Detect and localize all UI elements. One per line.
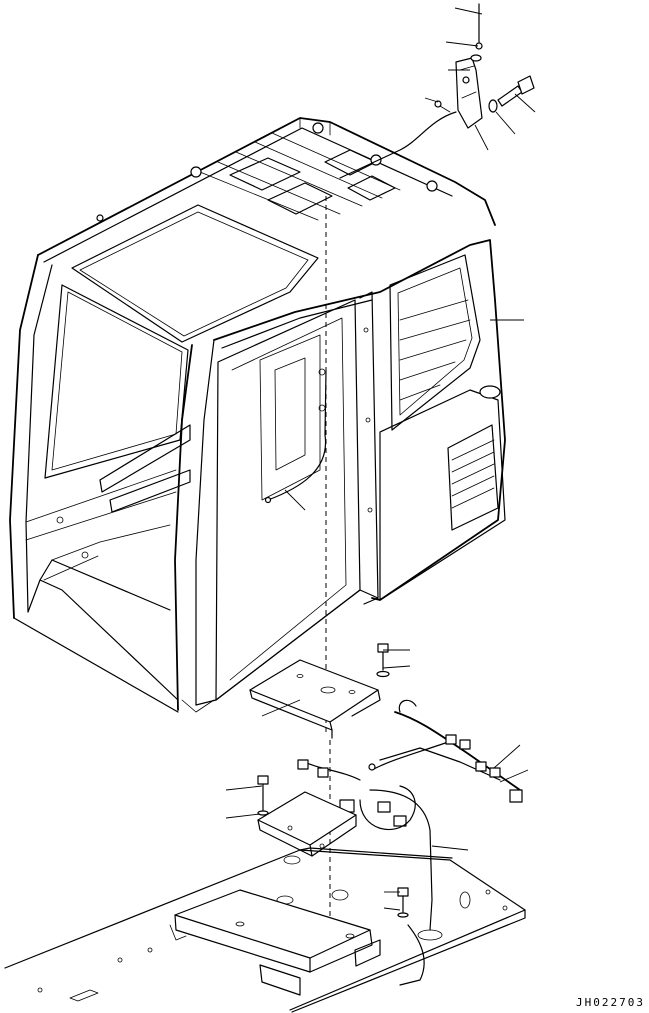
antenna-cable xyxy=(339,100,457,179)
floor-plate xyxy=(4,847,526,1013)
antenna-bolt xyxy=(497,75,535,107)
cab-assembly xyxy=(9,117,506,713)
drawing-number: JH022703 xyxy=(576,996,645,1009)
leader-lines xyxy=(225,7,536,911)
controller-box xyxy=(257,775,357,857)
antenna-washer xyxy=(488,99,498,113)
antenna-bracket xyxy=(455,57,483,129)
